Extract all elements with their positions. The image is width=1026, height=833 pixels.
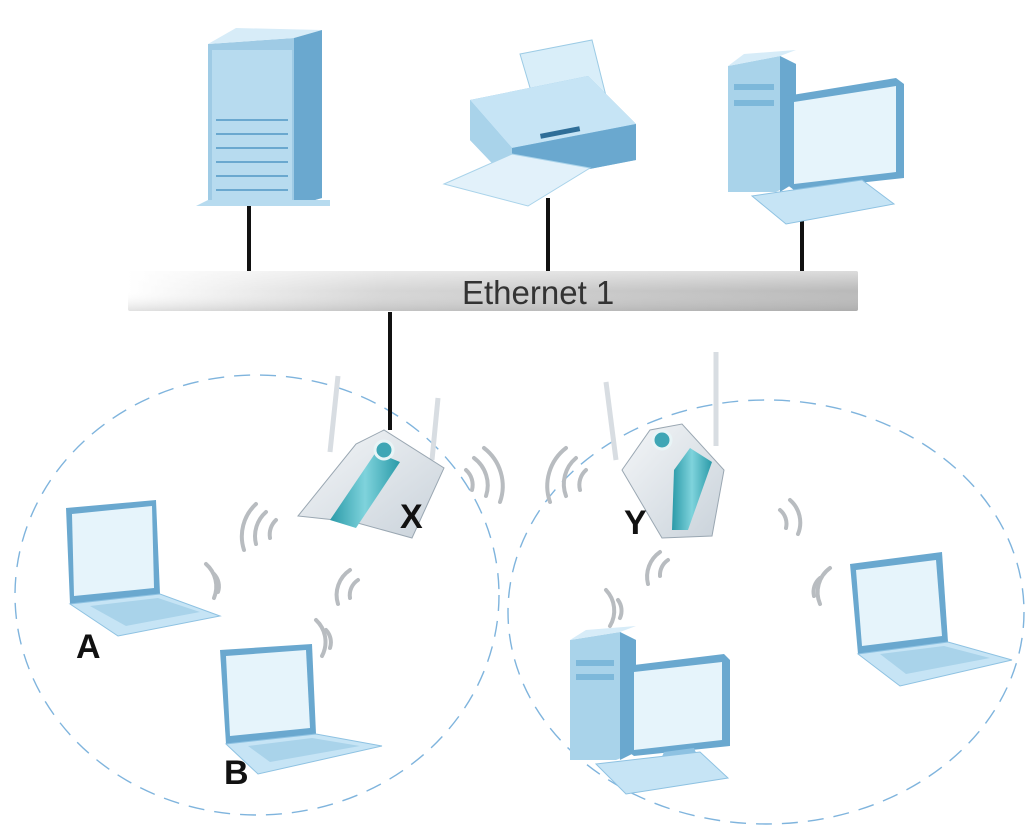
client-a-label: A bbox=[76, 628, 101, 666]
ethernet-bus bbox=[128, 271, 858, 311]
printer-icon bbox=[442, 39, 636, 207]
desktop-computer-icon bbox=[570, 626, 730, 795]
ethernet-bus-label: Ethernet 1 bbox=[462, 274, 615, 311]
laptop-icon bbox=[66, 500, 222, 637]
wireless-access-point-icon bbox=[297, 375, 445, 539]
laptop-icon bbox=[850, 552, 1013, 687]
wireless-signal-icon bbox=[204, 446, 832, 658]
client-b-label: B bbox=[224, 754, 249, 792]
desktop-computer-icon bbox=[728, 50, 904, 225]
ethernet-cables bbox=[247, 198, 804, 430]
laptop-icon bbox=[220, 644, 383, 775]
wireless-access-point-icon bbox=[603, 352, 725, 539]
access-point-x-label: X bbox=[400, 498, 423, 536]
access-point-y-label: Y bbox=[624, 504, 647, 542]
bss-y-boundary bbox=[507, 399, 1025, 825]
server-tower-icon bbox=[196, 28, 330, 206]
bss-x-boundary bbox=[14, 374, 500, 816]
